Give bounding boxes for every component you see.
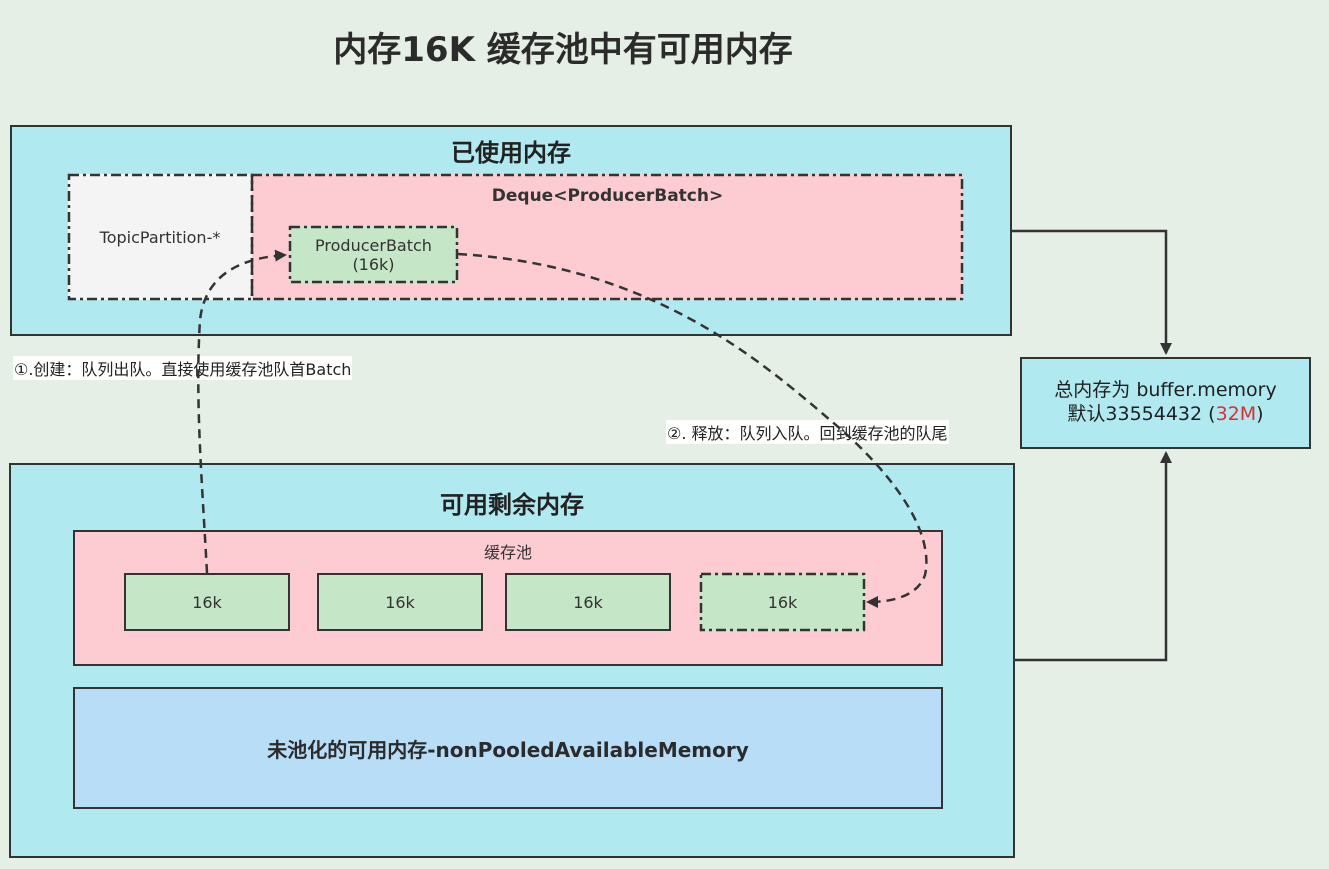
- create-note: ①.创建：队列出队。直接使用缓存池队首Batch: [13, 356, 353, 380]
- available-memory-title: 可用剩余内存: [440, 491, 584, 519]
- producer-batch-label: ProducerBatch: [315, 235, 432, 255]
- topic-partition-label: TopicPartition-*: [99, 227, 221, 247]
- producer-batch-box: ProducerBatch (16k): [289, 226, 458, 283]
- pool-block-label: 16k: [192, 592, 222, 612]
- non-pooled-memory-box: 未池化的可用内存-nonPooledAvailableMemory: [73, 687, 943, 809]
- pool-block-label: 16k: [573, 592, 603, 612]
- total-memory-line2: 默认33554432 (32M): [1067, 403, 1263, 427]
- total-memory-default-suffix: ): [1256, 403, 1264, 425]
- pool-block-4: 16k: [700, 573, 865, 631]
- pool-block-1: 16k: [124, 573, 290, 631]
- available-to-total-connector: [1015, 451, 1172, 662]
- pool-block-label: 16k: [767, 592, 798, 612]
- page-title: 内存16K 缓存池中有可用内存: [333, 30, 793, 70]
- total-memory-default-prefix: 默认33554432 (: [1067, 403, 1216, 425]
- topic-partition-box: TopicPartition-*: [68, 174, 252, 300]
- total-memory-box: 总内存为 buffer.memory 默认33554432 (32M): [1020, 357, 1311, 449]
- deque-label: Deque<ProducerBatch>: [491, 186, 724, 206]
- used-to-total-connector: [1012, 229, 1172, 355]
- used-memory-title: 已使用内存: [451, 139, 571, 167]
- producer-batch-size: (16k): [352, 254, 395, 274]
- pool-block-label: 16k: [385, 592, 415, 612]
- non-pooled-memory-label: 未池化的可用内存-nonPooledAvailableMemory: [267, 737, 749, 762]
- total-memory-line1: 总内存为 buffer.memory: [1054, 379, 1277, 402]
- total-memory-highlight: 32M: [1215, 403, 1257, 425]
- pool-block-3: 16k: [505, 573, 671, 631]
- release-note: ②. 释放：队列入队。回到缓存池的队尾: [666, 420, 949, 444]
- pool-block-2: 16k: [317, 573, 483, 631]
- buffer-pool-label: 缓存池: [483, 543, 532, 562]
